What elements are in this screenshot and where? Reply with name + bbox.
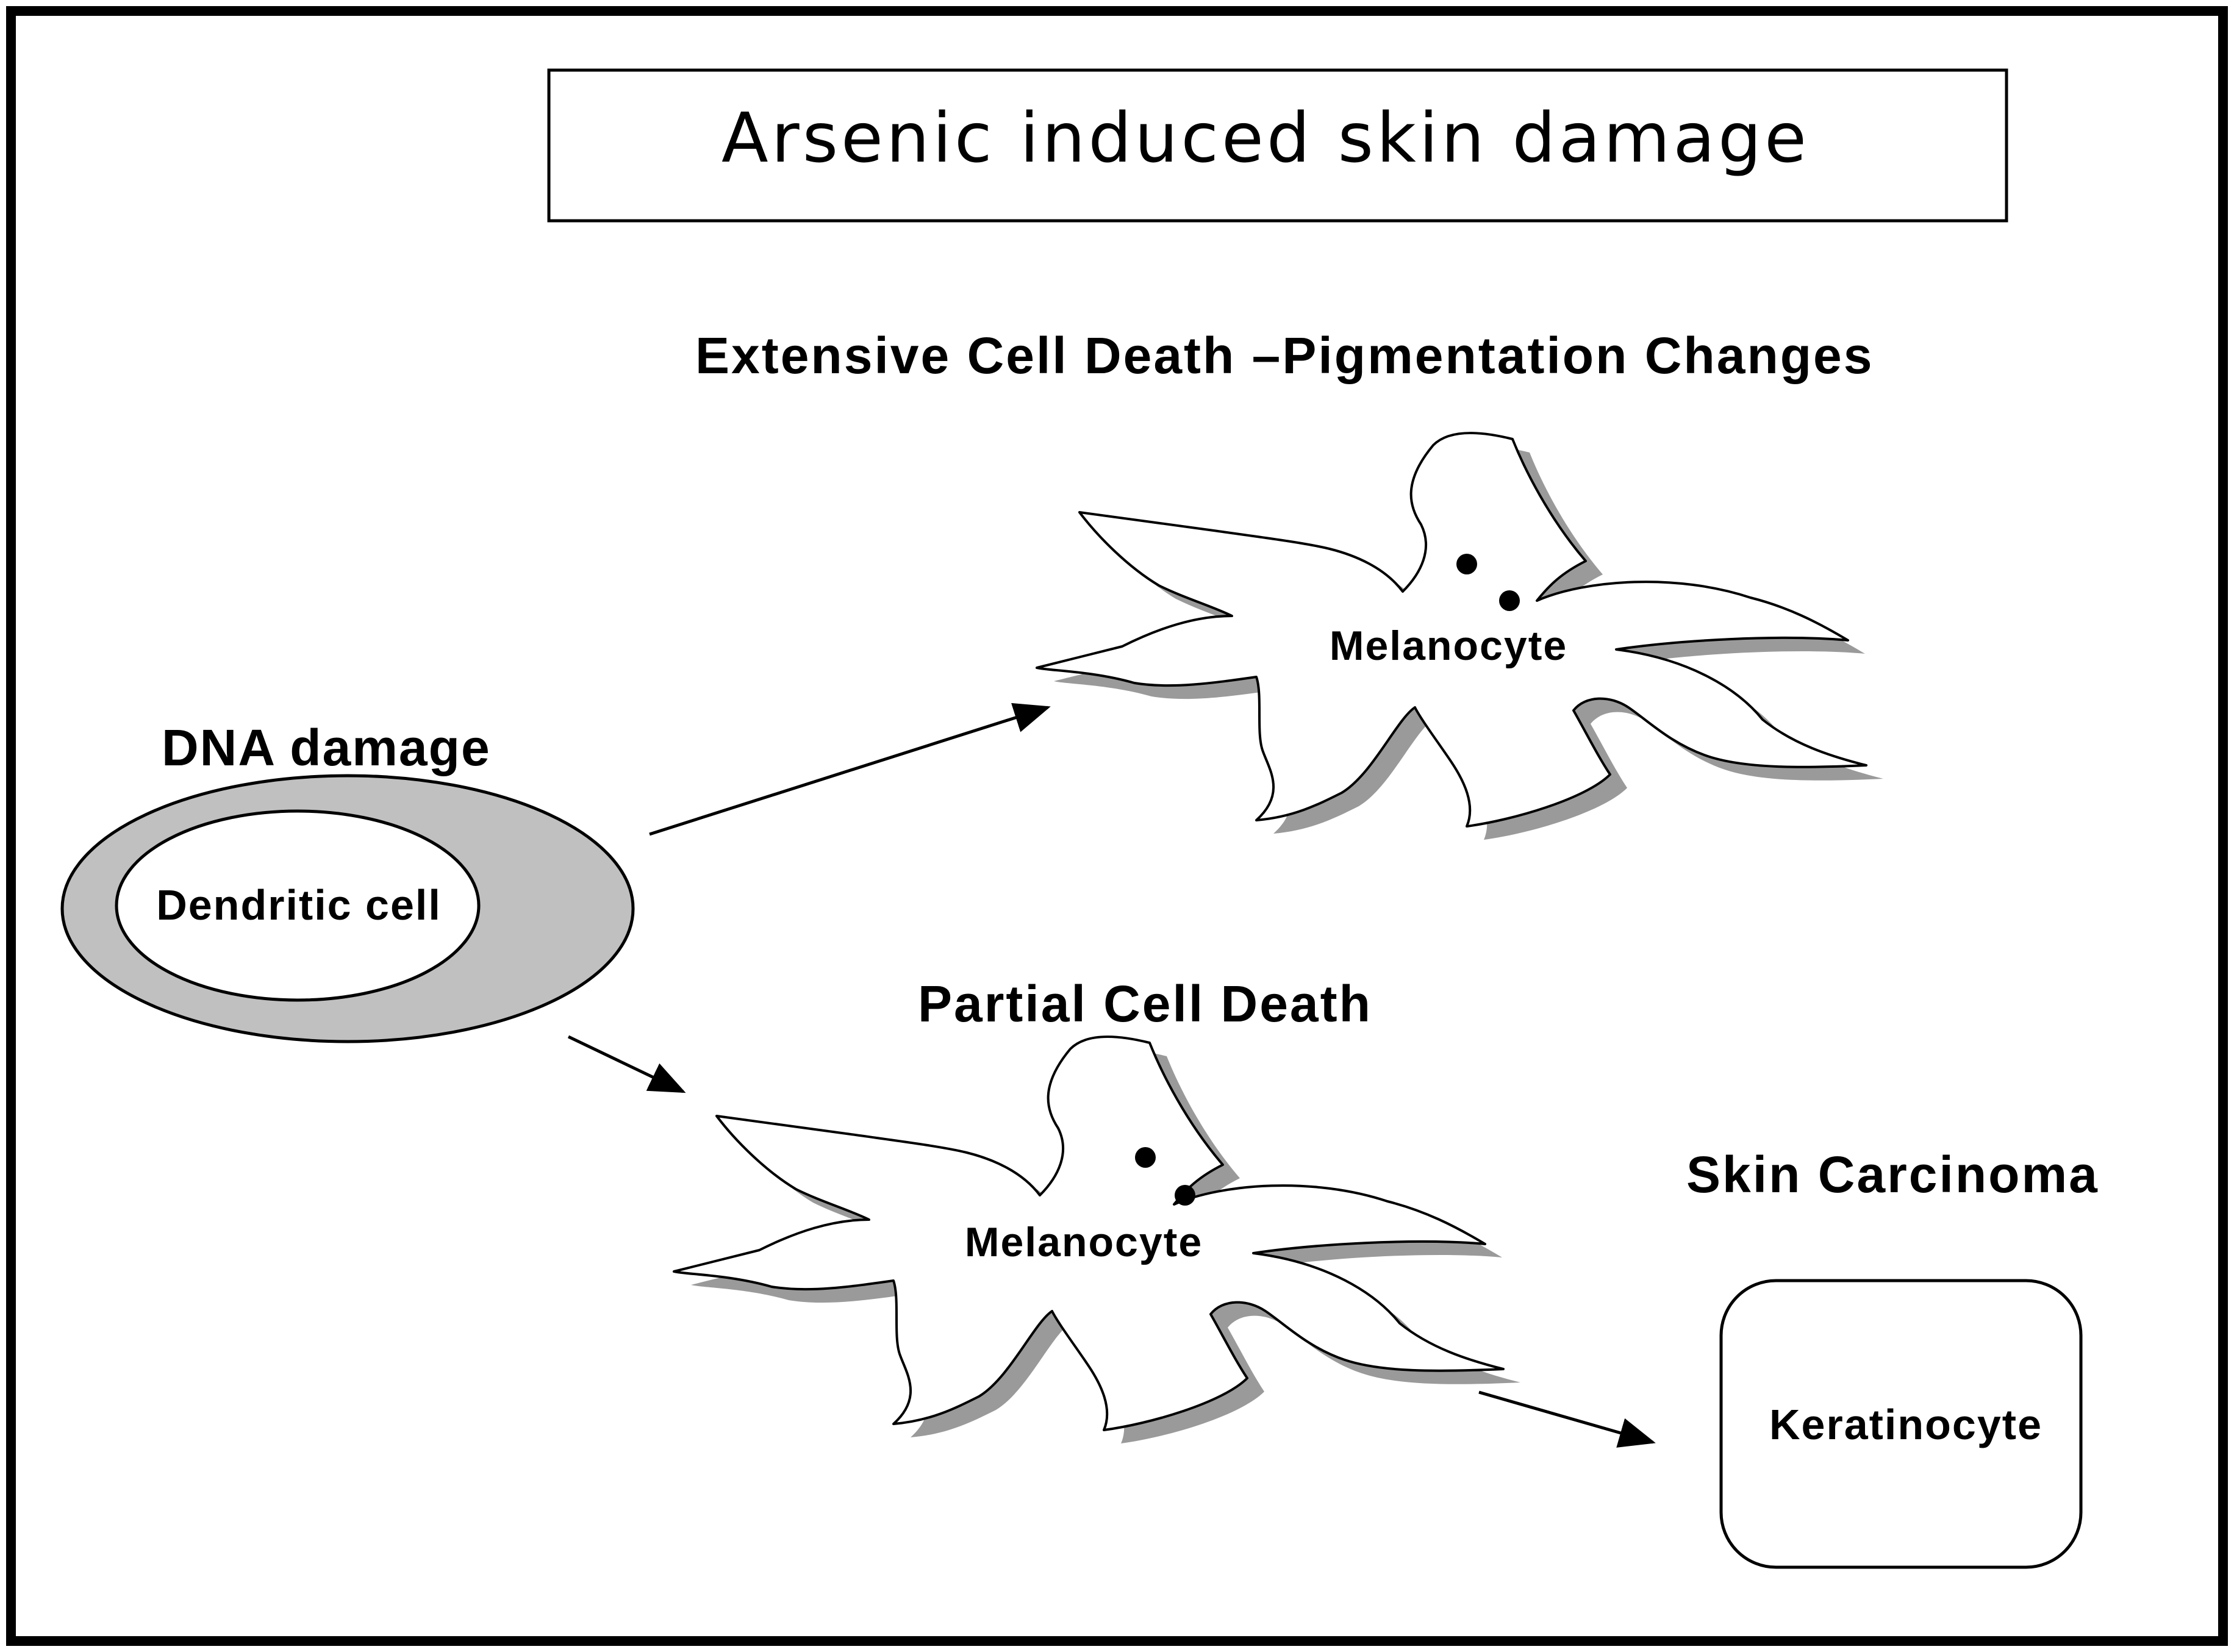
dendritic-cell: Dendritic cell — [60, 774, 635, 1043]
melanocyte-bottom-label: Melanocyte — [965, 1219, 1203, 1265]
nucleus-dot — [1175, 1185, 1195, 1206]
nucleus-dot — [1456, 554, 1477, 574]
melanocyte-top-label: Melanocyte — [1330, 623, 1567, 669]
dna-damage-label: DNA damage — [162, 719, 491, 776]
nucleus-dot — [1135, 1147, 1156, 1168]
title-text: Arsenic induced skin damage — [721, 99, 1810, 178]
arrow-to-partial-death — [567, 1035, 686, 1093]
extensive-cell-death-label: Extensive Cell Death –Pigmentation Chang… — [695, 327, 1874, 384]
keratinocyte-box: Keratinocyte — [1719, 1279, 2083, 1569]
nucleus-dot — [1499, 590, 1520, 611]
dendritic-cell-label: Dendritic cell — [156, 881, 442, 929]
dendritic-inner-ring — [115, 809, 481, 1002]
partial-cell-death-label: Partial Cell Death — [918, 975, 1372, 1032]
skin-carcinoma-label: Skin Carcinoma — [1686, 1146, 2099, 1203]
keratinocyte-label: Keratinocyte — [1769, 1401, 2042, 1448]
arrow-to-carcinoma — [1478, 1390, 1656, 1448]
arrow-to-extensive-death — [649, 703, 1051, 836]
melanocyte-top: Melanocyte — [1036, 432, 1883, 840]
melanocyte-bottom: Melanocyte — [673, 1035, 1520, 1443]
title-box: Arsenic induced skin damage — [547, 68, 2008, 223]
